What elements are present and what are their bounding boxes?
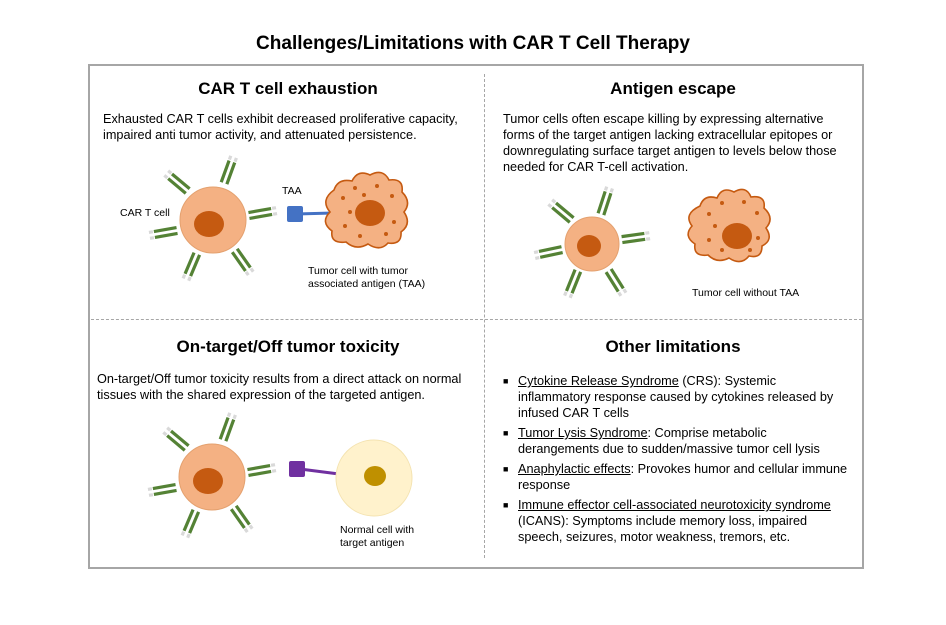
taa-antigen-icon bbox=[287, 206, 303, 222]
list-item: ■Anaphylactic effects: Provokes humor an… bbox=[503, 462, 848, 492]
escape-text: Tumor cells often escape killing by expr… bbox=[503, 112, 837, 174]
list-item: ■Cytokine Release Syndrome (CRS): System… bbox=[503, 374, 834, 420]
list-item-text: (CRS): Systemic inflammatory response ca… bbox=[518, 374, 834, 420]
antigen-link bbox=[299, 467, 340, 476]
exhaustion-text: Exhausted CAR T cells exhibit decreased … bbox=[103, 112, 458, 142]
other-title: Other limitations bbox=[605, 337, 741, 356]
tumor-no-taa-label: Tumor cell without TAA bbox=[692, 287, 800, 299]
page-title: Challenges/Limitations with CAR T Cell T… bbox=[256, 33, 690, 54]
car-t-cell-label: CAR T cell bbox=[120, 207, 170, 219]
list-item-term: Cytokine Release Syndrome bbox=[518, 374, 679, 388]
toxicity-title: On-target/Off tumor toxicity bbox=[176, 337, 400, 356]
tumor-cell-icon bbox=[324, 171, 409, 249]
exhaustion-title: CAR T cell exhaustion bbox=[198, 79, 378, 98]
list-item: ■Immune effector cell-associated neuroto… bbox=[503, 498, 831, 544]
target-antigen-icon bbox=[289, 461, 305, 477]
normal-cell-label-line2: target antigen bbox=[340, 537, 405, 549]
car-t-cell bbox=[564, 216, 620, 272]
list-item: ■Tumor Lysis Syndrome: Comprise metaboli… bbox=[503, 426, 820, 456]
list-item-term: Immune effector cell-associated neurotox… bbox=[518, 498, 831, 512]
list-item-text: : Provokes humor and cellular immune res… bbox=[518, 462, 848, 492]
normal-cell-label-line1: Normal cell with bbox=[340, 524, 415, 536]
tumor-label-line1: Tumor cell with tumor bbox=[308, 265, 408, 277]
tumor-label-line2: associated antigen (TAA) bbox=[308, 278, 426, 290]
list-item-term: Tumor Lysis Syndrome bbox=[518, 426, 648, 440]
other-limitations-list: ■Cytokine Release Syndrome (CRS): System… bbox=[500, 373, 850, 549]
list-item-text: : Comprise metabolic derangements due to… bbox=[518, 426, 820, 456]
car-t-cell bbox=[178, 443, 246, 511]
normal-cell-icon bbox=[335, 439, 413, 517]
taa-label: TAA bbox=[282, 185, 302, 197]
list-item-text: (ICANS): Symptoms include memory loss, i… bbox=[518, 514, 808, 544]
panel-frame bbox=[88, 64, 864, 569]
tumor-cell-icon bbox=[687, 188, 771, 263]
escape-title: Antigen escape bbox=[610, 79, 736, 98]
horizontal-divider bbox=[91, 319, 862, 320]
toxicity-text: On-target/Off tumor toxicity results fro… bbox=[97, 372, 462, 402]
vertical-divider bbox=[484, 74, 485, 558]
car-t-cell bbox=[179, 186, 247, 254]
list-item-term: Anaphylactic effects bbox=[518, 462, 631, 476]
